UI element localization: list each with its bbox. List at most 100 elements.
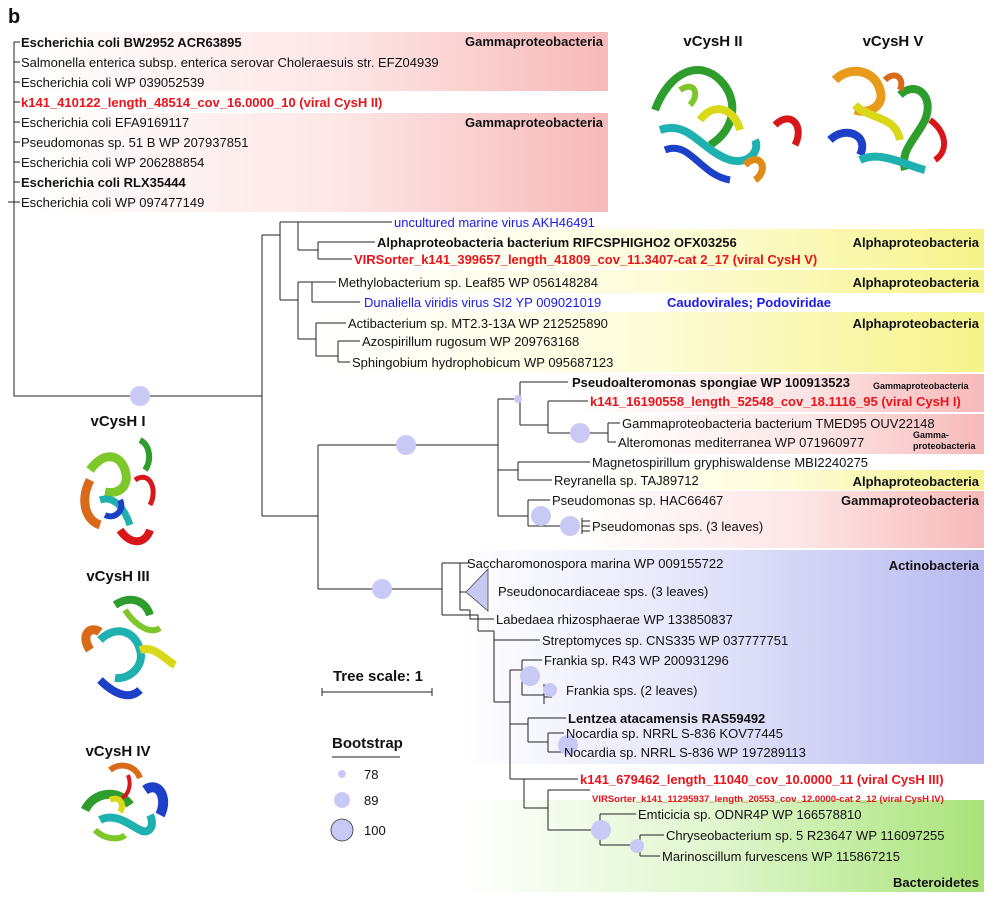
structure-vcysh-2: vCysH II xyxy=(651,33,802,184)
bootstrap-legend: Bootstrap 78 89 100 xyxy=(330,735,403,842)
protein-structure-icon xyxy=(651,66,802,184)
legend-label: 78 xyxy=(364,767,378,782)
leaf-label: Pseudomonas sp. HAC66467 xyxy=(552,493,723,508)
leaf-label: Saccharomonospora marina WP 009155722 xyxy=(467,556,723,571)
leaf-label: Escherichia coli WP 039052539 xyxy=(21,75,204,90)
tree-scale: Tree scale: 1 xyxy=(321,668,433,696)
legend-label: 100 xyxy=(364,823,386,838)
bootstrap-node xyxy=(591,820,611,840)
legend-marker-large xyxy=(330,818,354,842)
group-label: Bacteroidetes xyxy=(893,875,979,890)
leaf-label: Magnetospirillum gryphiswaldense MBI2240… xyxy=(592,455,868,470)
leaf-label: Salmonella enterica subsp. enterica sero… xyxy=(21,55,439,70)
bootstrap-node xyxy=(372,579,392,599)
legend-marker-small xyxy=(338,770,346,778)
structure-title: vCysH II xyxy=(683,33,742,50)
bootstrap-node xyxy=(543,683,557,697)
band-bacteroidetes xyxy=(460,800,984,892)
group-label: Gammaproteobacteria xyxy=(465,115,604,130)
group-labels: Gammaproteobacteria Gammaproteobacteria … xyxy=(465,34,980,890)
viral-leaf-label: k141_679462_length_11040_cov_10.0000_11 … xyxy=(580,772,944,787)
band-alpha-1 xyxy=(370,229,984,268)
leaf-label: Azospirillum rugosum WP 209763168 xyxy=(362,334,579,349)
leaf-label: Pseudomonas sp. 51 B WP 207937851 xyxy=(21,135,248,150)
band-alpha-4 xyxy=(590,470,984,490)
panel-label: b xyxy=(8,6,20,28)
legend-title: Bootstrap xyxy=(332,735,403,752)
leaf-label: Actibacterium sp. MT2.3-13A WP 212525890 xyxy=(348,316,608,331)
group-label: Gammaproteobacteria xyxy=(465,34,604,49)
structure-title: vCysH IV xyxy=(85,743,150,760)
bootstrap-markers xyxy=(130,386,644,853)
leaf-label: Escherichia coli BW2952 ACR63895 xyxy=(21,35,242,50)
tree-scale-label: Tree scale: 1 xyxy=(333,668,423,685)
leaf-label: Chryseobacterium sp. 5 R23647 WP 1160972… xyxy=(666,828,944,843)
leaf-label: Frankia sps. (2 leaves) xyxy=(566,683,698,698)
collapsed-clade-triangle xyxy=(465,568,489,612)
bootstrap-node xyxy=(520,666,540,686)
leaf-label: Methylobacterium sp. Leaf85 WP 056148284 xyxy=(338,275,598,290)
leaf-label: Escherichia coli RLX35444 xyxy=(21,175,187,190)
band-gamma-top xyxy=(14,32,608,91)
bootstrap-node xyxy=(558,735,578,755)
leaf-label: Pseudonocardiaceae sps. (3 leaves) xyxy=(498,584,708,599)
viral-leaf-label: VIRSorter_k141_11295937_length_20553_cov… xyxy=(592,794,944,805)
bootstrap-node xyxy=(560,516,580,536)
band-gamma-small-2 xyxy=(610,414,984,454)
leaf-label: Alteromonas mediterranea WP 071960977 xyxy=(618,435,864,450)
band-actino xyxy=(460,550,984,764)
protein-structure-icon xyxy=(827,66,947,174)
structure-vcysh-5: vCysH V xyxy=(827,33,947,174)
band-gamma-low xyxy=(570,491,984,548)
group-label: Alphaproteobacteria xyxy=(853,474,980,489)
leaf-label: Escherichia coli WP 206288854 xyxy=(21,155,204,170)
structure-title: vCysH I xyxy=(90,413,145,430)
band-alpha-3 xyxy=(320,312,984,372)
leaf-label: Nocardia sp. NRRL S-836 KOV77445 xyxy=(566,726,783,741)
virus-leaf-label: Dunaliella viridis virus SI2 YP 00902101… xyxy=(364,295,601,310)
group-label: Gammaproteobacteria xyxy=(873,381,970,391)
legend-label: 89 xyxy=(364,793,378,808)
bootstrap-node xyxy=(630,839,644,853)
group-label: Caudovirales; Podoviridae xyxy=(667,295,831,310)
structure-title: vCysH V xyxy=(863,33,924,50)
bootstrap-node xyxy=(531,506,551,526)
leaf-label: Pseudomonas sps. (3 leaves) xyxy=(592,519,763,534)
band-gamma-small-1 xyxy=(565,374,984,412)
legend-marker-medium xyxy=(334,792,350,808)
group-label: proteobacteria xyxy=(913,441,977,451)
protein-structure-icon xyxy=(80,437,156,546)
group-label: Actinobacteria xyxy=(889,558,980,573)
leaf-label: Lentzea atacamensis RAS59492 xyxy=(568,711,765,726)
viral-leaf-label: VIRSorter_k141_399657_length_41809_cov_1… xyxy=(354,252,817,267)
structure-title: vCysH III xyxy=(86,568,149,585)
bootstrap-node xyxy=(570,423,590,443)
leaf-label: Gammaproteobacteria bacterium TMED95 OUV… xyxy=(622,416,935,431)
structure-vcysh-3: vCysH III xyxy=(81,568,178,700)
bootstrap-node xyxy=(396,435,416,455)
viral-leaf-label: k141_410122_length_48514_cov_16.0000_10 … xyxy=(21,95,382,110)
group-label: Alphaproteobacteria xyxy=(853,235,980,250)
group-label: Gamma- xyxy=(913,430,949,440)
bootstrap-node xyxy=(130,386,150,406)
band-alpha-2 xyxy=(330,270,984,293)
leaf-labels: Escherichia coli BW2952 ACR63895 Salmone… xyxy=(21,35,961,864)
clade-bands xyxy=(14,32,984,892)
leaf-label: Nocardia sp. NRRL S-836 WP 197289113 xyxy=(564,745,806,760)
structure-vcysh-4: vCysH IV xyxy=(80,743,169,842)
protein-structure-icon xyxy=(80,762,169,842)
leaf-label: Sphingobium hydrophobicum WP 095687123 xyxy=(352,355,613,370)
leaf-label: Frankia sp. R43 WP 200931296 xyxy=(544,653,729,668)
group-label: Alphaproteobacteria xyxy=(853,316,980,331)
band-gamma-mid xyxy=(14,113,608,212)
group-label: Alphaproteobacteria xyxy=(853,275,980,290)
group-label: Gammaproteobacteria xyxy=(841,493,980,508)
virus-leaf-label: uncultured marine virus AKH46491 xyxy=(394,215,595,230)
leaf-label: Escherichia coli WP 097477149 xyxy=(21,195,204,210)
leaf-label: Pseudoalteromonas spongiae WP 100913523 xyxy=(572,375,850,390)
leaf-label: Reyranella sp. TAJ89712 xyxy=(554,473,699,488)
leaf-label: Alphaproteobacteria bacterium RIFCSPHIGH… xyxy=(377,235,737,250)
leaf-label: Streptomyces sp. CNS335 WP 037777751 xyxy=(542,633,788,648)
viral-leaf-label: k141_16190558_length_52548_cov_18.1116_9… xyxy=(590,394,961,409)
